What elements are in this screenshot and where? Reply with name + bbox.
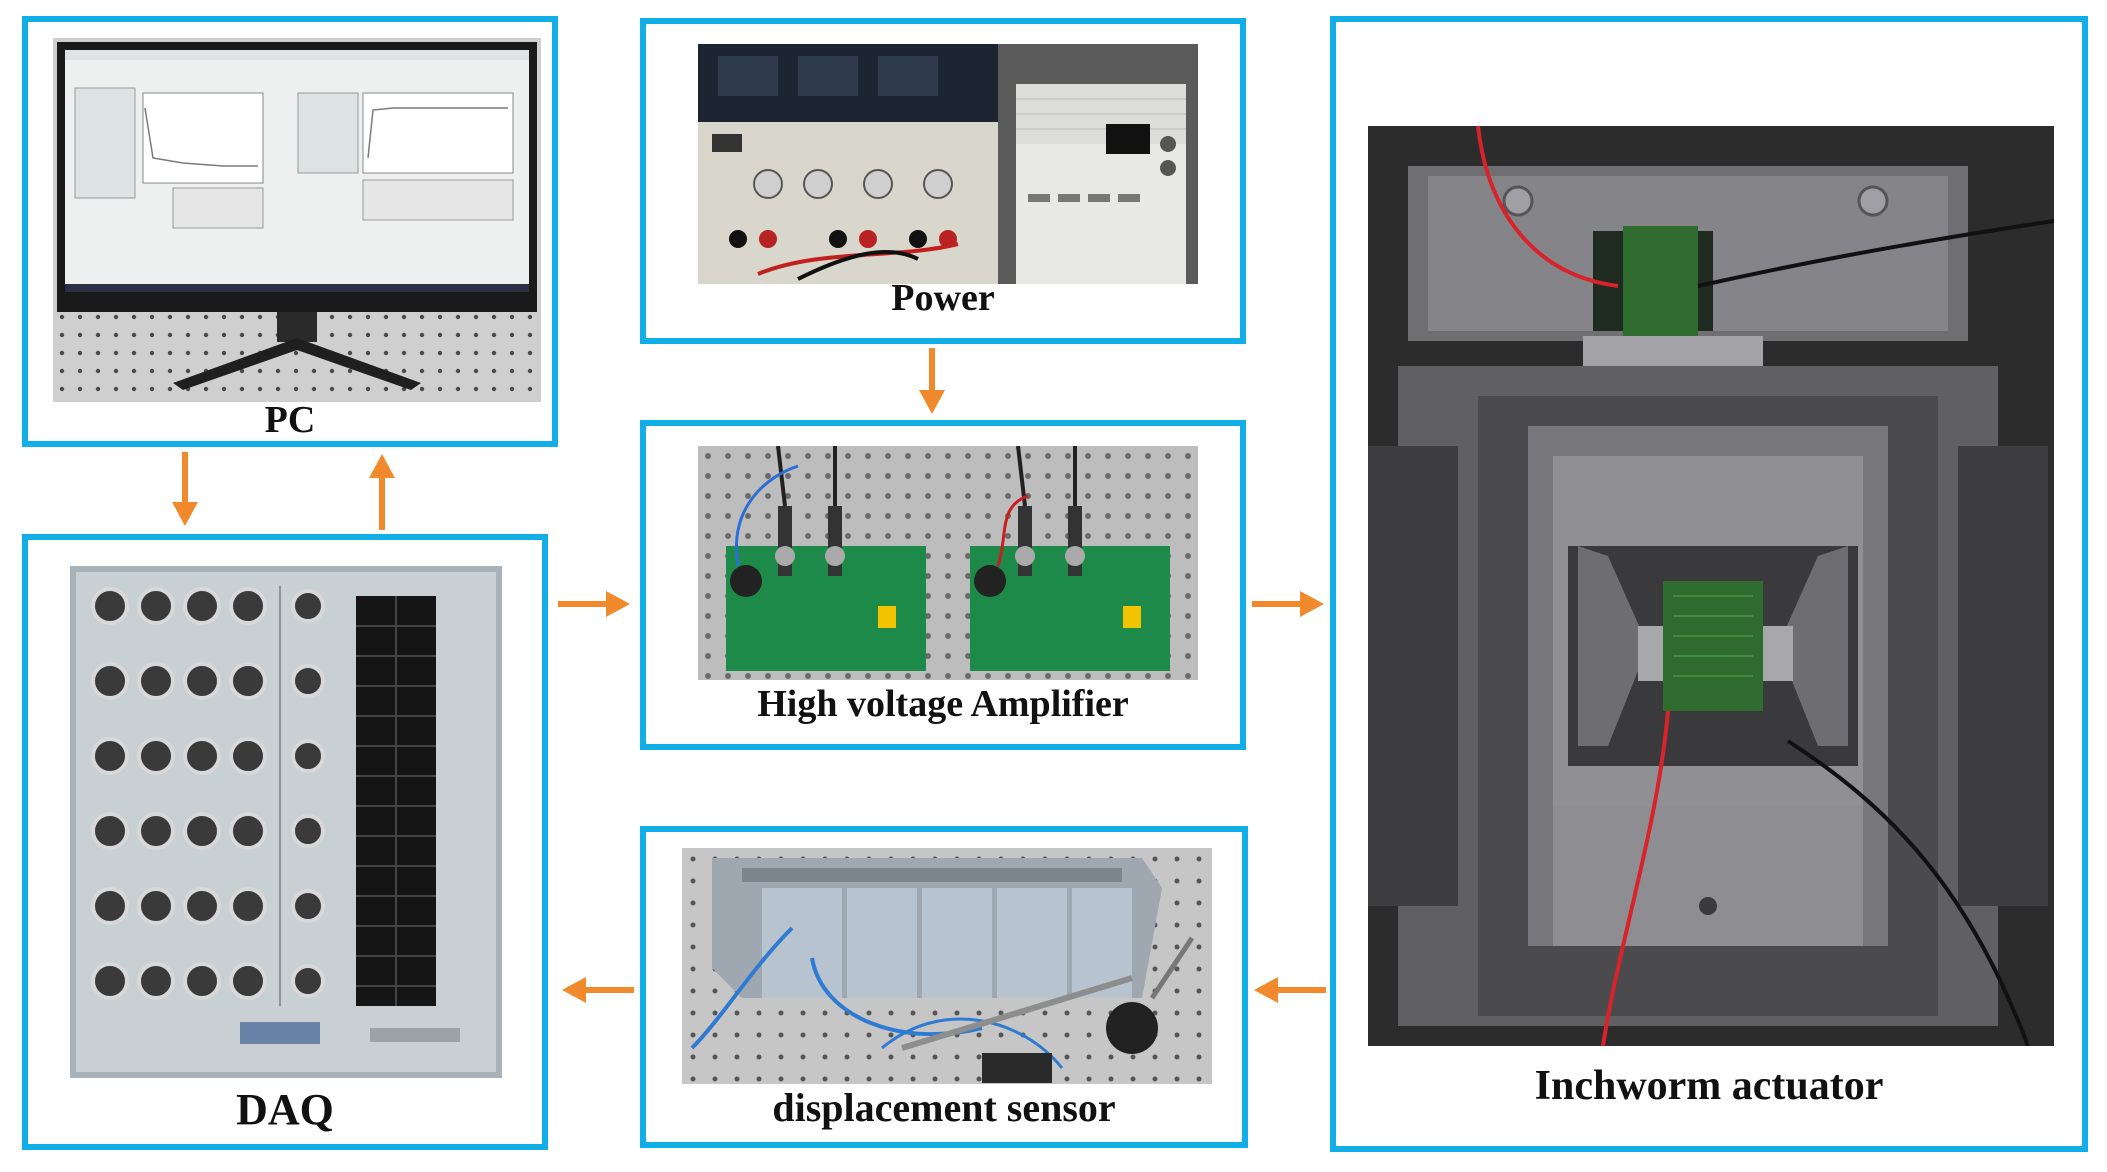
displacement-sensor-panel: displacement sensor — [640, 826, 1248, 1148]
arrow-pc-to-daq — [170, 452, 200, 528]
daq-label: DAQ — [236, 1085, 334, 1134]
power-supply-image — [698, 44, 1198, 284]
power-label: Power — [891, 277, 995, 319]
arrow-power-to-amplifier — [917, 348, 947, 416]
inchworm-actuator-image — [1368, 126, 2054, 1046]
arrow-daq-to-amplifier — [558, 589, 632, 619]
arrow-amplifier-to-actuator — [1252, 589, 1326, 619]
pc-monitor-image — [53, 38, 541, 402]
daq-image — [70, 566, 502, 1078]
hv-amplifier-image — [698, 446, 1198, 680]
displacement-sensor-image — [682, 848, 1212, 1084]
hv-amplifier-panel: High voltage Amplifier — [640, 420, 1246, 750]
pc-panel: PC — [22, 16, 558, 447]
displacement-sensor-label: displacement sensor — [772, 1085, 1116, 1130]
arrow-sensor-to-daq — [560, 975, 634, 1005]
power-panel: Power — [640, 18, 1246, 344]
hv-amplifier-label: High voltage Amplifier — [757, 683, 1129, 725]
inchworm-actuator-label: Inchworm actuator — [1534, 1063, 1884, 1109]
daq-panel: DAQ — [22, 534, 548, 1150]
inchworm-actuator-panel: Inchworm actuator — [1330, 16, 2088, 1152]
arrow-actuator-to-sensor — [1252, 975, 1326, 1005]
arrow-daq-to-pc — [367, 452, 397, 530]
pc-label: PC — [264, 399, 316, 441]
